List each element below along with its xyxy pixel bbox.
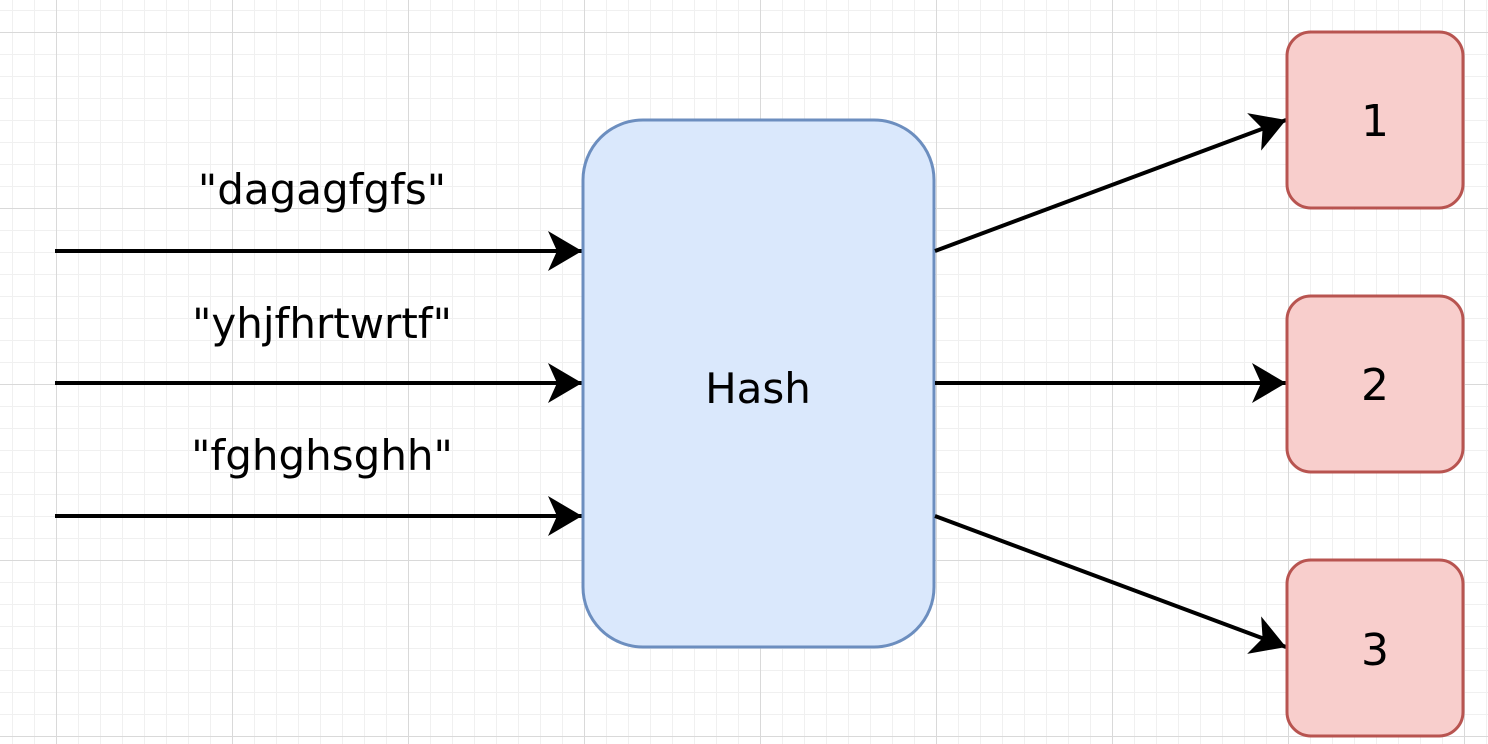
bucket-label-1: 1	[1361, 96, 1389, 147]
bucket-label-3: 3	[1361, 625, 1389, 676]
bucket-box-1	[1285, 30, 1465, 210]
hash-box	[581, 118, 936, 649]
input-label-2: "yhjfhrtwrtf"	[192, 299, 452, 348]
hash-label: Hash	[705, 364, 811, 413]
bucket-box-2	[1285, 294, 1465, 474]
input-label-1: "dagagfgfs"	[198, 165, 446, 214]
input-label-3: "fghghsghh"	[191, 431, 453, 480]
output-arrow-1	[934, 113, 1287, 253]
bucket-box-3	[1285, 558, 1465, 738]
output-arrow-3	[934, 514, 1287, 654]
bucket-label-2: 2	[1361, 360, 1389, 411]
